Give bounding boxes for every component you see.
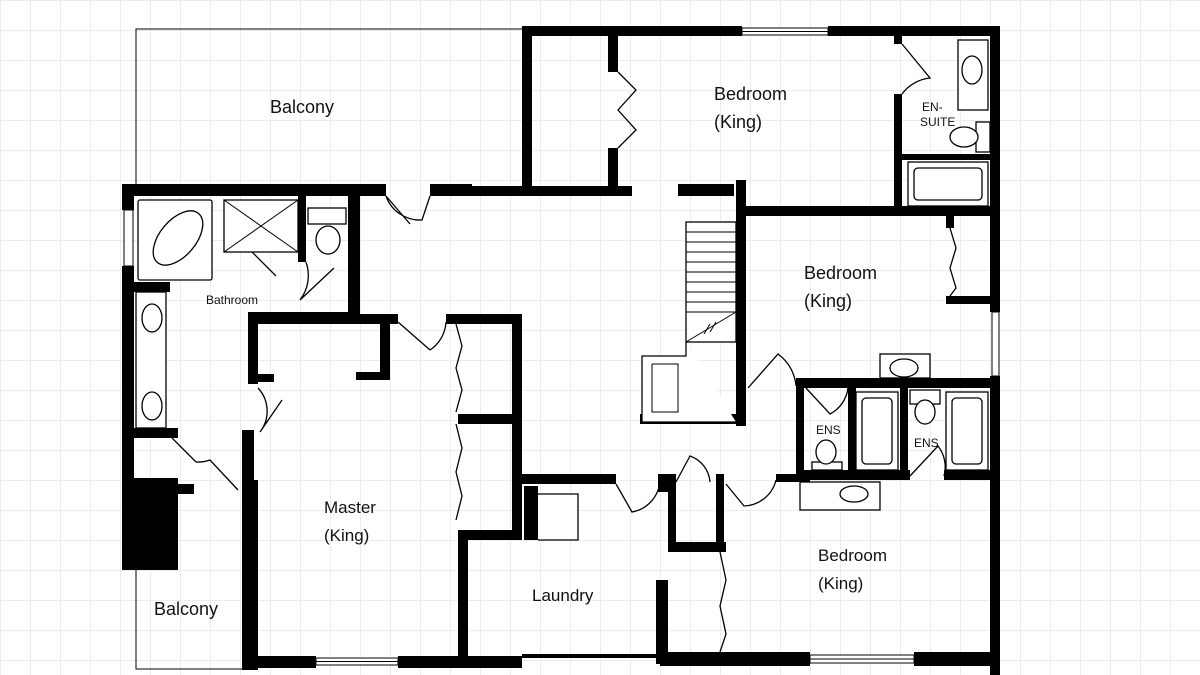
label-laundry: Laundry (532, 586, 594, 605)
label-bedroom-right-2: (King) (804, 291, 852, 311)
fixtures (135, 39, 991, 541)
label-bedroom-top-1: Bedroom (714, 84, 787, 104)
label-bedroom-bottom-1: Bedroom (818, 546, 887, 565)
label-master-1: Master (324, 498, 376, 517)
label-ens-right: ENS (914, 436, 939, 450)
interior-walls (122, 36, 996, 670)
exterior-walls (122, 26, 1000, 675)
doors (171, 43, 957, 653)
label-balcony-bottom: Balcony (154, 599, 218, 619)
label-bedroom-bottom-2: (King) (818, 574, 863, 593)
room-labels: Balcony Bedroom (King) EN- SUITE Bedroom… (154, 84, 955, 619)
label-bedroom-right-1: Bedroom (804, 263, 877, 283)
label-ensuite-top-2: SUITE (920, 115, 955, 129)
staircase (641, 221, 737, 423)
label-ens-left: ENS (816, 423, 841, 437)
label-balcony-top: Balcony (270, 97, 334, 117)
label-master-2: (King) (324, 526, 369, 545)
label-bedroom-top-2: (King) (714, 112, 762, 132)
label-ensuite-top-1: EN- (922, 100, 943, 114)
label-bathroom: Bathroom (206, 293, 258, 307)
windows (123, 27, 1000, 666)
